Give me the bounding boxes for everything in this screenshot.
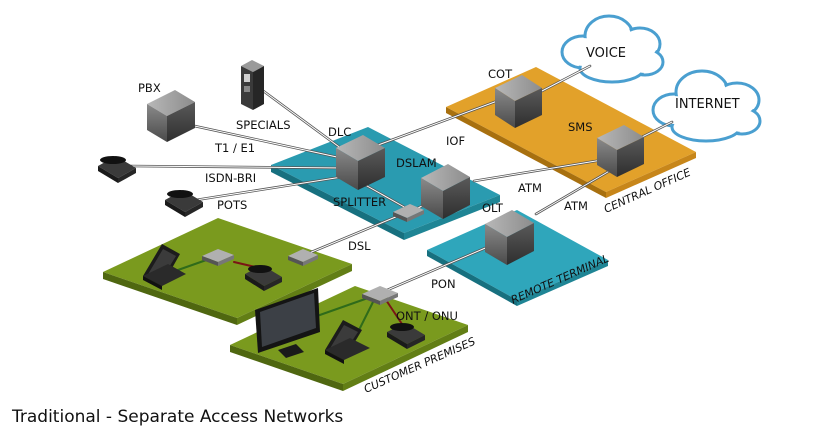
atm-label-dslam: ATM (518, 181, 542, 195)
link-dlc-splitter (358, 180, 408, 210)
cot-label: COT (488, 67, 513, 81)
link-pots (194, 174, 350, 202)
telephone-icon-isdn (98, 156, 136, 183)
isdn-bri-label: ISDN-BRI (205, 171, 256, 185)
link-specials (260, 88, 348, 154)
link-sms-internet (638, 120, 674, 140)
pon-label: PON (431, 277, 456, 291)
tv-icon (255, 288, 320, 358)
link-pon (376, 244, 492, 296)
sms-label: SMS (568, 120, 593, 134)
pbx-label: PBX (138, 81, 161, 95)
telephone-icon-home-upper (245, 265, 282, 291)
voice-cloud: VOICE (560, 14, 665, 84)
specials-device (241, 60, 264, 110)
dsl-label: DSL (348, 239, 371, 253)
dslam-box (421, 164, 470, 219)
ont-onu-label: ONT / ONU (396, 309, 458, 323)
link-isdn-bri (128, 164, 348, 170)
dlc-label: DLC (328, 125, 351, 139)
t1-e1-label: T1 / E1 (214, 141, 255, 155)
internet-cloud-label: INTERNET (675, 97, 740, 112)
link-t1-e1 (188, 123, 348, 161)
iof-label: IOF (446, 134, 465, 148)
link-iof (368, 98, 502, 150)
telephone-icon-pots (165, 190, 203, 217)
laptop-icon-lower (325, 320, 370, 364)
link-cot-voice (538, 64, 592, 94)
olt-label: OLT (482, 201, 504, 215)
laptop-icon-upper (143, 244, 186, 290)
sms-box (597, 125, 644, 177)
splitter-device (393, 204, 424, 222)
atm-label-olt: ATM (564, 199, 588, 213)
home-splitter-upper (202, 249, 234, 266)
link-dsl (300, 214, 400, 258)
link-atm-olt (534, 164, 620, 216)
cot-box (495, 75, 542, 128)
telephone-icon-home-lower (387, 323, 425, 349)
connection-lines (128, 64, 674, 337)
voice-cloud-label: VOICE (586, 46, 626, 61)
pbx-box (147, 90, 195, 142)
home-splitter-right (288, 249, 318, 266)
diagram-caption: Traditional - Separate Access Networks (12, 407, 344, 427)
splitter-label: SPLITTER (333, 195, 386, 209)
pots-label: POTS (217, 198, 247, 212)
olt-box (485, 210, 534, 265)
ont-onu-device (362, 286, 398, 305)
dlc-box (336, 135, 385, 190)
dslam-label: DSLAM (396, 156, 437, 170)
specials-label: SPECIALS (236, 118, 291, 132)
link-atm-dslam (472, 158, 604, 183)
internet-cloud: INTERNET (651, 69, 762, 143)
